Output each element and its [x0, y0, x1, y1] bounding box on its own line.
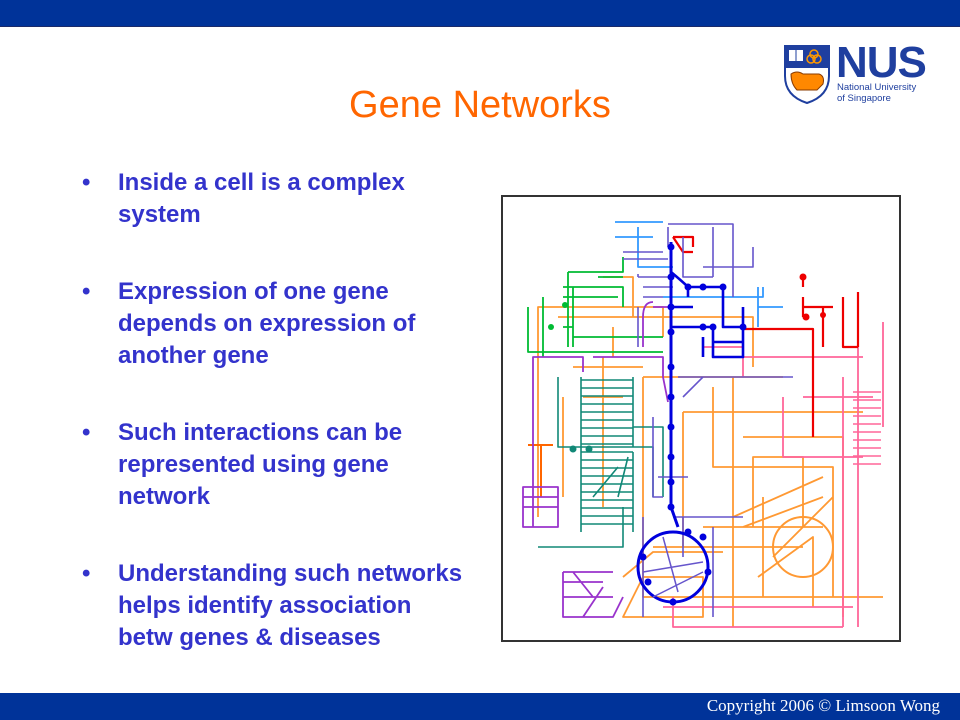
- logo-wordmark: NUS: [836, 38, 927, 87]
- violet-pathway: [623, 223, 793, 617]
- slide-title: Gene Networks: [349, 84, 611, 126]
- nus-logo: NUS National University of Singapore: [783, 38, 928, 106]
- bullet-text: Inside a cell is a complex system: [118, 169, 405, 228]
- network-node: [719, 283, 727, 291]
- bullet-icon: •: [82, 560, 91, 587]
- network-node: [667, 478, 675, 486]
- network-node: [667, 363, 675, 371]
- orange-pathway: [528, 444, 553, 497]
- bullet-icon: •: [82, 169, 91, 196]
- network-node: [562, 302, 568, 308]
- network-node: [667, 453, 675, 461]
- bullet-item: • Such interactions can be represented us…: [80, 417, 470, 513]
- network-node: [667, 423, 675, 431]
- network-node: [684, 528, 692, 536]
- network-node: [667, 393, 675, 401]
- logo-subtitle-line1: National University: [837, 82, 917, 93]
- purple-pathway: [522, 356, 669, 618]
- gene-network-diagram: [522, 221, 884, 628]
- bullet-text: Understanding such networks helps identi…: [118, 560, 463, 651]
- network-node: [585, 445, 593, 453]
- top-banner: [0, 0, 960, 27]
- bullet-item: • Inside a cell is a complex system: [80, 167, 470, 231]
- network-node: [684, 283, 692, 291]
- network-node: [667, 303, 675, 311]
- network-node: [699, 283, 707, 291]
- footer-bar: Copyright 2006 © Limsoon Wong: [0, 693, 960, 720]
- network-node: [639, 553, 647, 561]
- orange-pathway: [562, 276, 704, 618]
- lightblue-pathway: [615, 221, 783, 327]
- network-node: [644, 578, 652, 586]
- pink-pathway: [663, 317, 884, 628]
- copyright-text: Copyright 2006 © Limsoon Wong: [706, 696, 940, 715]
- logo-subtitle: National University of Singapore: [837, 82, 916, 104]
- network-node: [704, 568, 712, 576]
- network-node: [799, 273, 807, 281]
- network-node: [667, 328, 675, 336]
- violet-pathway: [642, 536, 704, 598]
- network-node: [739, 323, 747, 331]
- network-node: [802, 313, 810, 321]
- orange-pathway: [537, 306, 883, 627]
- network-node: [569, 445, 577, 453]
- network-node: [667, 273, 675, 281]
- red-pathway: [743, 277, 860, 437]
- bullet-list: • Inside a cell is a complex system • Expr…: [80, 167, 470, 699]
- logo-subtitle-line2: of Singapore: [837, 93, 891, 104]
- network-node: [709, 323, 717, 331]
- bullet-item: • Understanding such networks helps ident…: [80, 558, 470, 654]
- bullet-text: Expression of one gene depends on expres…: [118, 278, 416, 369]
- network-node: [667, 243, 675, 251]
- teal-pathway: [538, 377, 664, 548]
- network-node: [699, 323, 707, 331]
- bullet-icon: •: [82, 278, 91, 305]
- network-node: [667, 503, 675, 511]
- orange-cycle: [772, 516, 834, 578]
- network-node: [699, 533, 707, 541]
- nus-crest-icon: [784, 45, 830, 104]
- network-node: [669, 598, 677, 606]
- gene-network-figure: [501, 195, 901, 642]
- green-pathway: [527, 257, 663, 357]
- network-node: [820, 312, 826, 318]
- bullet-icon: •: [82, 419, 91, 446]
- network-node: [548, 324, 554, 330]
- bullet-text: Such interactions can be represented usi…: [118, 419, 403, 510]
- bullet-item: • Expression of one gene depends on expre…: [80, 276, 470, 372]
